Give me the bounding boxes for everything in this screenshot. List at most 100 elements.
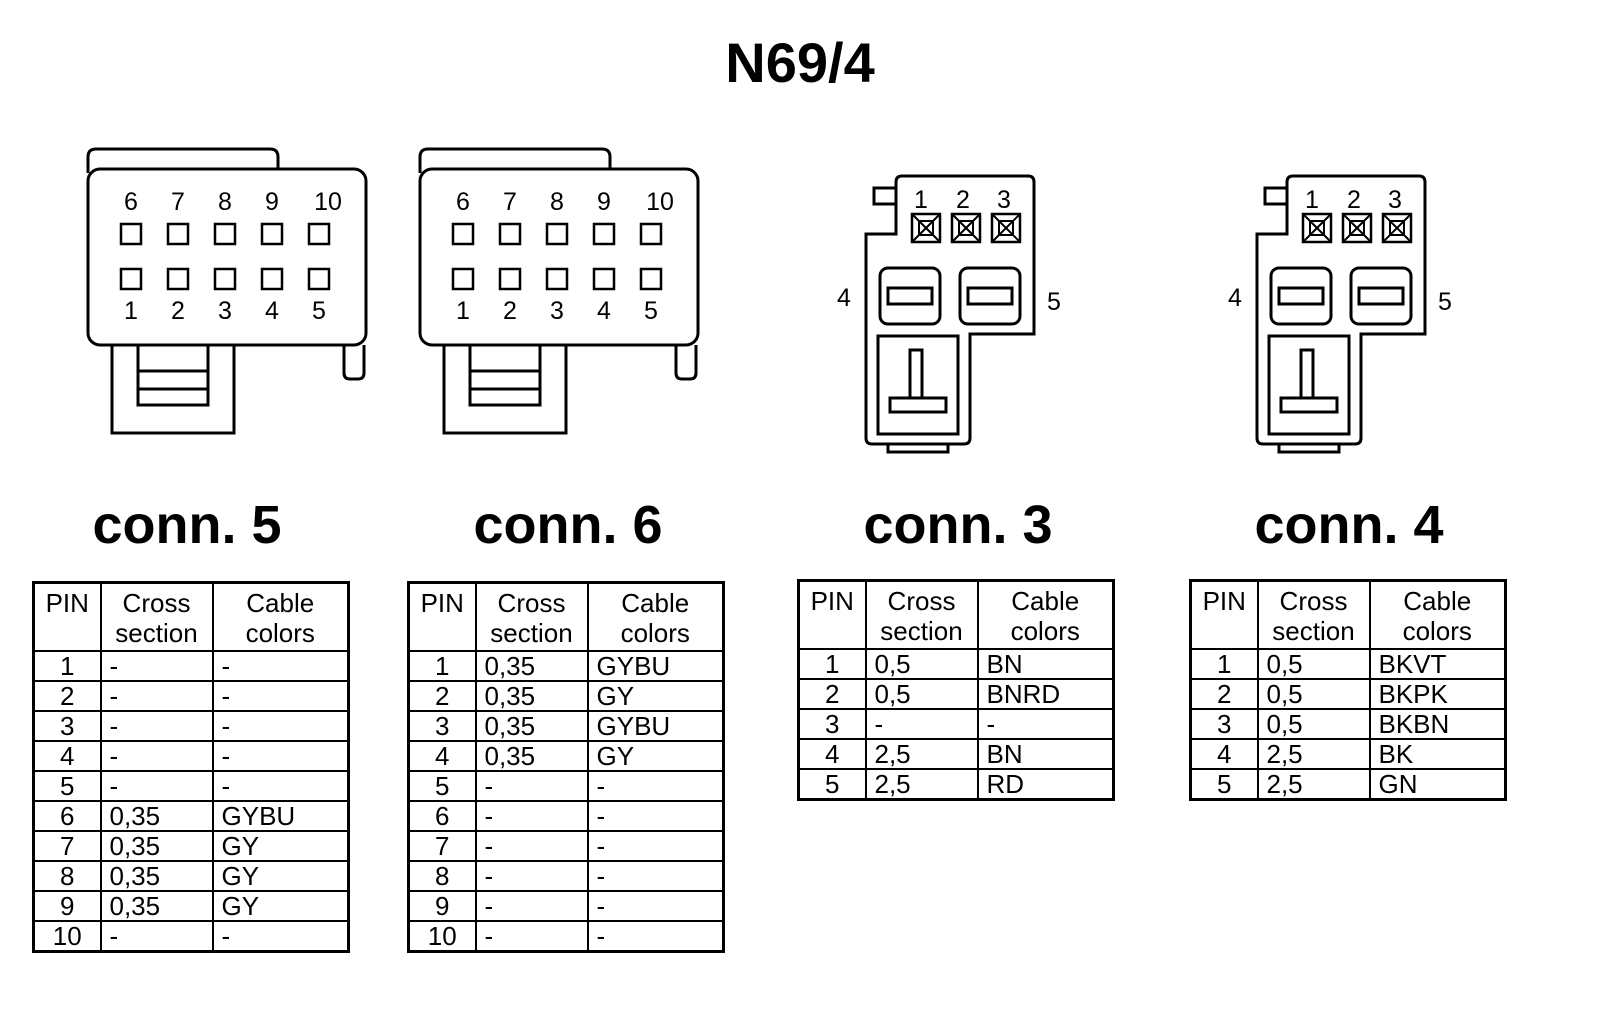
header-pin: PIN [797,579,867,650]
cable-color-cell: - [586,890,725,922]
cable-color-cell: - [211,680,350,712]
cross-section-cell: 0,5 [1256,678,1371,710]
cross-section-cell: 0,35 [99,890,214,922]
cross-section-cell: 0,35 [99,860,214,892]
pin-cell: 3 [32,710,102,742]
pin-cell: 4 [407,740,477,772]
cable-color-cell: - [211,920,350,953]
cable-color-cell: BNRD [976,678,1115,710]
cross-section-cell: - [99,740,214,772]
pin-cell: 1 [407,650,477,682]
cable-color-cell: GY [211,860,350,892]
pin-label: 4 [837,284,851,312]
header-pin: PIN [1189,579,1259,650]
pin-cell: 10 [407,920,477,953]
pin-label: 8 [550,188,564,216]
pin-label: 7 [171,188,185,216]
cross-section-cell: - [474,830,589,862]
pin-cell: 9 [407,890,477,922]
pin-cell: 2 [32,680,102,712]
cable-color-cell: GY [586,740,725,772]
cable-color-cell: GYBU [586,710,725,742]
table-row: 3-- [797,708,1115,740]
pin-cell: 2 [407,680,477,712]
connector-6-drawing: 6 7 8 9 10 1 2 3 4 5 [418,147,700,435]
table-row: 10-- [32,920,350,953]
pin-label: 4 [265,297,279,325]
cable-color-cell: GYBU [586,650,725,682]
pin-cell: 4 [32,740,102,772]
pin-label: 6 [456,188,470,216]
pin-cell: 1 [1189,648,1259,680]
cable-color-cell: - [976,708,1115,740]
pin-label: 10 [646,188,674,216]
pin-cell: 3 [407,710,477,742]
cable-color-cell: BKPK [1368,678,1507,710]
cross-section-cell: 0,35 [99,800,214,832]
pin-label: 2 [956,186,970,214]
pin-label: 9 [597,188,611,216]
pin-label: 6 [124,188,138,216]
cross-section-cell: - [864,708,979,740]
pin-cell: 5 [407,770,477,802]
cross-section-cell: - [99,680,214,712]
table-row: 8-- [407,860,725,892]
pin-cell: 6 [32,800,102,832]
pin-label: 10 [314,188,342,216]
pin-label: 5 [312,297,326,325]
cable-color-cell: - [211,770,350,802]
pin-cell: 6 [407,800,477,832]
cable-color-cell: - [586,920,725,953]
cross-section-cell: 0,5 [864,648,979,680]
connector-title: conn. 4 [1254,495,1444,555]
cross-section-cell: 0,35 [474,740,589,772]
cable-color-cell: GN [1368,768,1507,801]
connector-title: conn. 3 [863,495,1053,555]
pin-cell: 2 [797,678,867,710]
pin-label: 5 [1438,288,1452,316]
cross-section-cell: 0,35 [474,710,589,742]
pin-cell: 1 [797,648,867,680]
cross-section-cell: 2,5 [1256,738,1371,770]
cross-section-cell: - [99,650,214,682]
cable-color-cell: RD [976,768,1115,801]
pin-cell: 5 [32,770,102,802]
cross-section-cell: - [99,920,214,953]
pin-cell: 10 [32,920,102,953]
cable-color-cell: - [586,800,725,832]
cross-section-cell: 2,5 [1256,768,1371,801]
header-pin: PIN [32,581,102,652]
pin-label: 3 [550,297,564,325]
pin-cell: 3 [797,708,867,740]
pin-label: 4 [1228,284,1242,312]
connector-5-drawing: 6 7 8 9 10 1 2 3 4 5 [86,147,368,435]
pin-cell: 9 [32,890,102,922]
cross-section-cell: - [99,770,214,802]
pin-label: 3 [997,186,1011,214]
pin-cell: 7 [407,830,477,862]
cross-section-cell: - [474,890,589,922]
table-row: 3-- [32,710,350,742]
pin-label: 5 [1047,288,1061,316]
cross-section-cell: - [474,770,589,802]
pin-cell: 7 [32,830,102,862]
pin-cell: 4 [1189,738,1259,770]
